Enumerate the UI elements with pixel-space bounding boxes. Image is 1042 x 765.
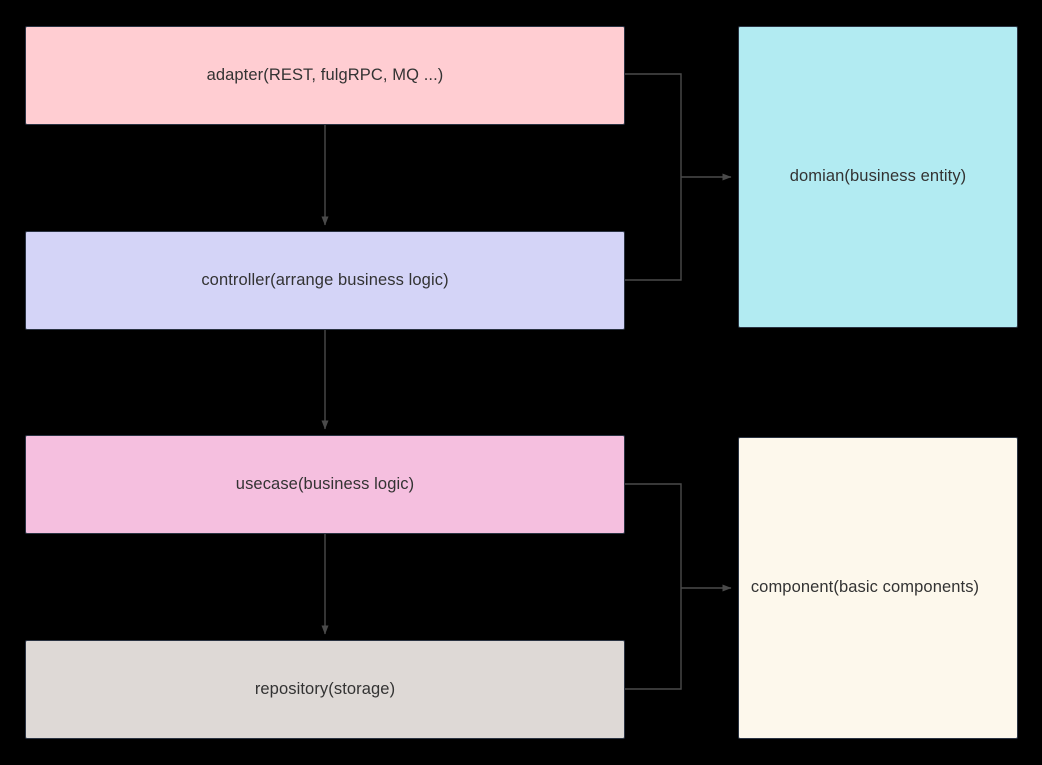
edge-repository-to-component [625, 588, 682, 690]
node-repository-label: repository(storage) [254, 679, 396, 698]
node-repository[interactable]: repository(storage) [25, 640, 625, 739]
node-component-label: component(basic components) [750, 578, 980, 597]
edge-controller-to-domain [625, 177, 682, 281]
node-adapter[interactable]: adapter(REST, fulgRPC, MQ ...) [25, 26, 625, 125]
node-domain-label: domian(business entity) [789, 167, 967, 186]
node-controller[interactable]: controller(arrange business logic) [25, 231, 625, 330]
node-usecase[interactable]: usecase(business logic) [25, 435, 625, 534]
node-adapter-label: adapter(REST, fulgRPC, MQ ...) [206, 65, 444, 84]
edge-usecase-to-component [625, 483, 682, 588]
node-controller-label: controller(arrange business logic) [201, 270, 449, 289]
node-usecase-label: usecase(business logic) [235, 474, 415, 493]
node-domain[interactable]: domian(business entity) [738, 26, 1018, 328]
node-component[interactable]: component(basic components) [738, 437, 1018, 739]
edge-adapter-to-domain [625, 73, 682, 177]
